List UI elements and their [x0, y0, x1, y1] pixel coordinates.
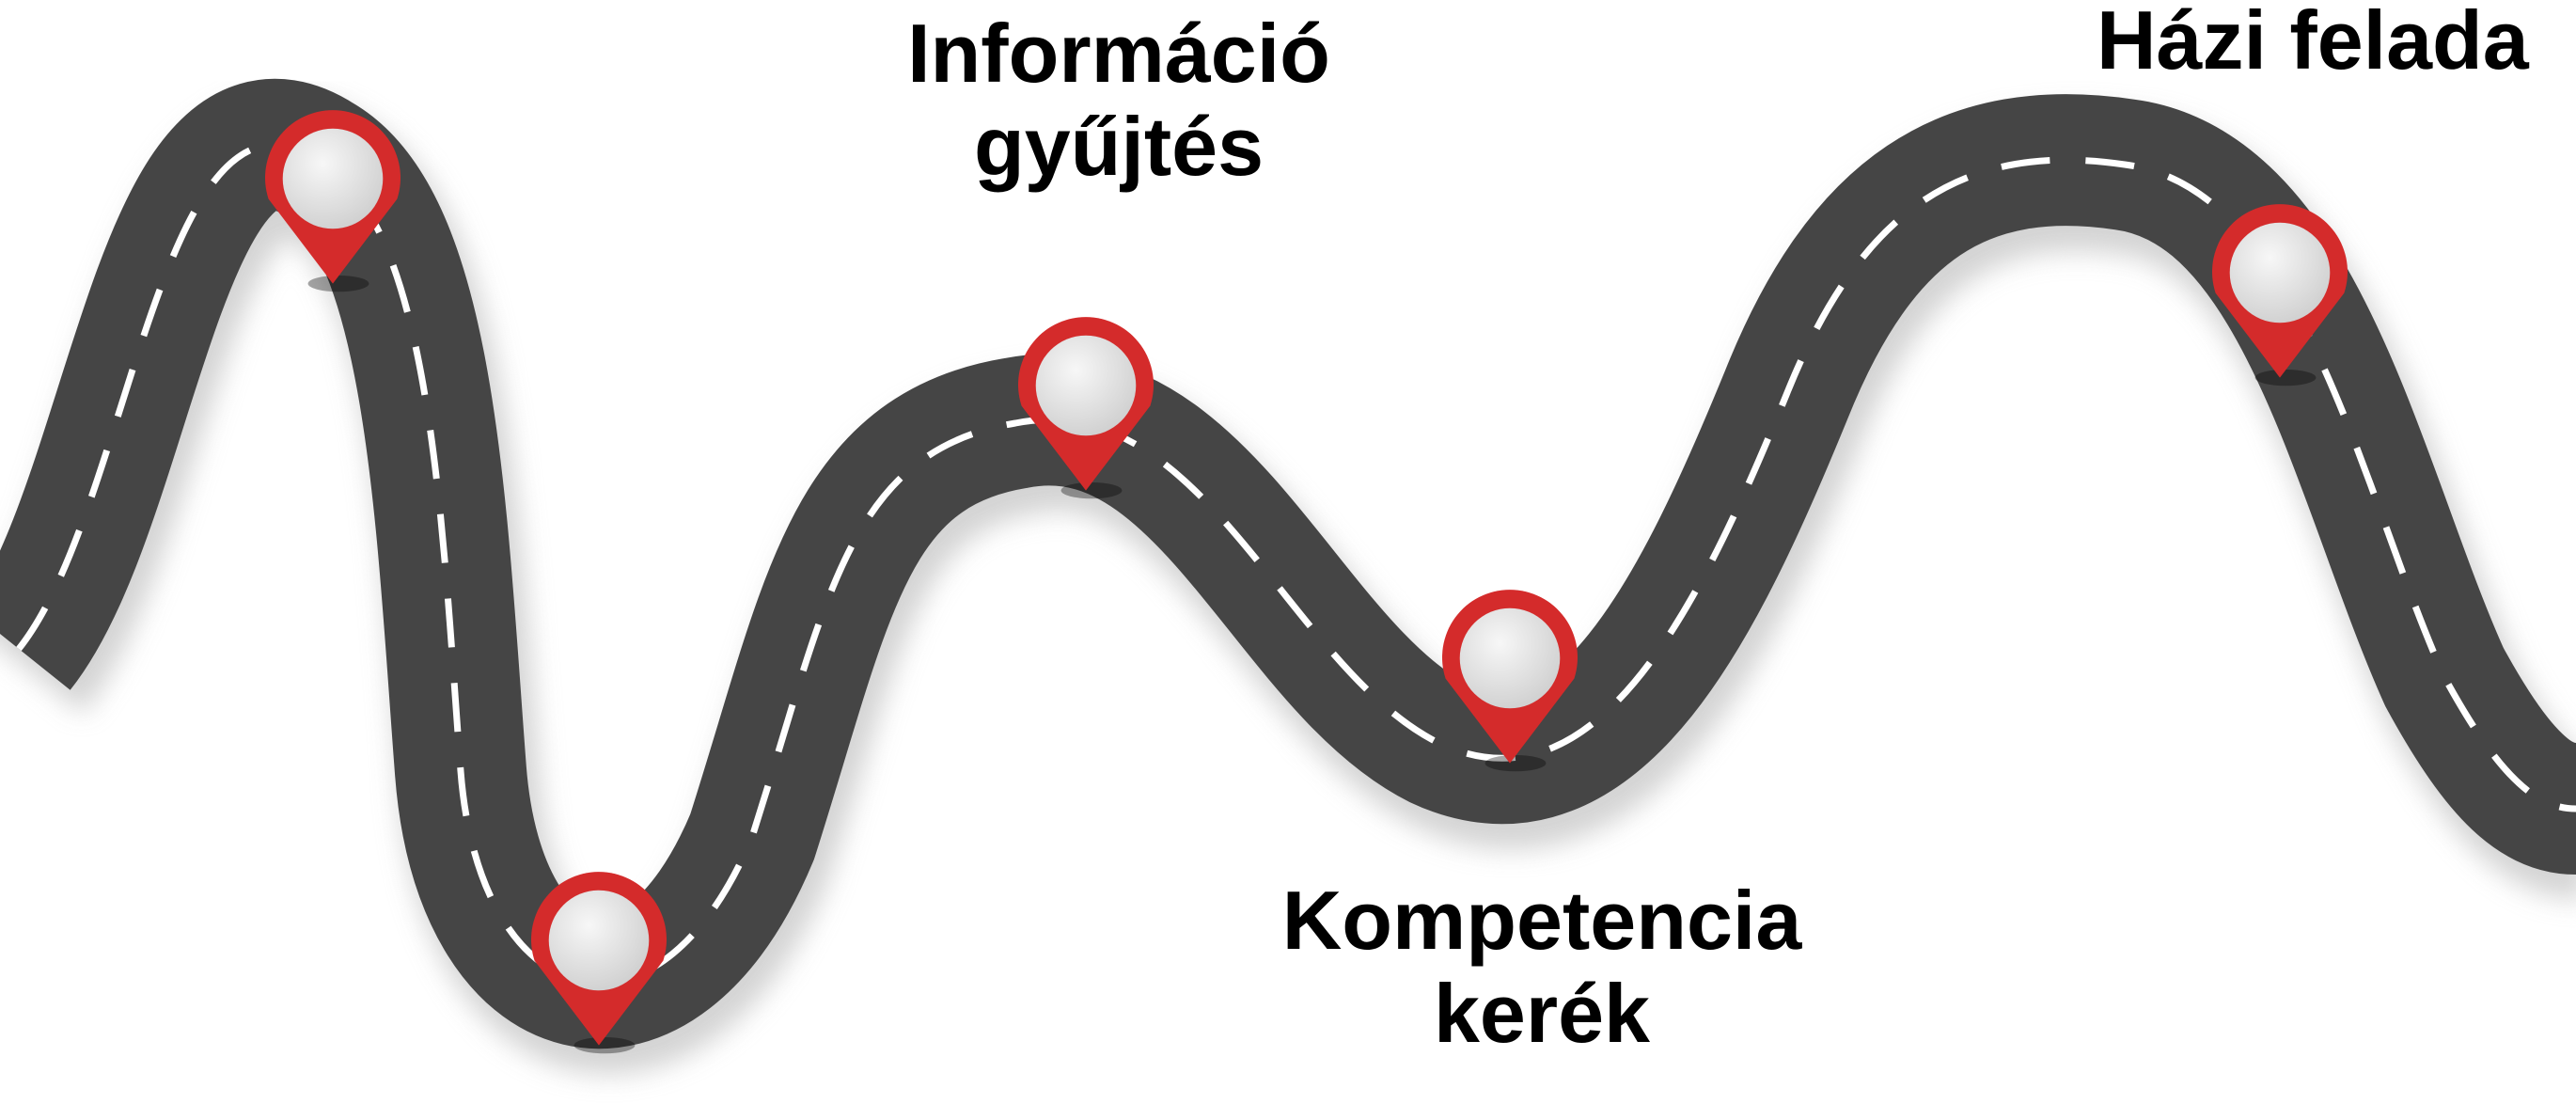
map-pin-icon [1018, 317, 1154, 499]
road-surface [0, 79, 2576, 1049]
label-informacio-line2: gyűjtés [973, 99, 1264, 193]
label-kompetencia-line2: kerék [1433, 966, 1650, 1060]
pin-face [1459, 607, 1561, 709]
label-informacio-line1: Információ [907, 7, 1330, 100]
label-hazi-feladat: Házi felada [2097, 0, 2576, 87]
pin-face [548, 890, 650, 991]
map-pin-icon [1442, 590, 1578, 772]
label-kompetencia-line1: Kompetencia [1281, 874, 1802, 967]
map-pin-icon [265, 110, 401, 292]
label-informacio-gyujtes: Információ gyűjtés [827, 7, 1410, 193]
map-pin-icon [531, 872, 668, 1054]
pins-layer [265, 110, 2348, 1054]
pin-face [1035, 335, 1137, 436]
pin-face [282, 128, 384, 229]
pin-face [2229, 222, 2331, 323]
map-pin-icon [2212, 204, 2348, 386]
label-hazi-line1: Házi felada [2097, 0, 2529, 87]
label-kompetencia-kerek: Kompetencia kerék [1203, 874, 1880, 1060]
